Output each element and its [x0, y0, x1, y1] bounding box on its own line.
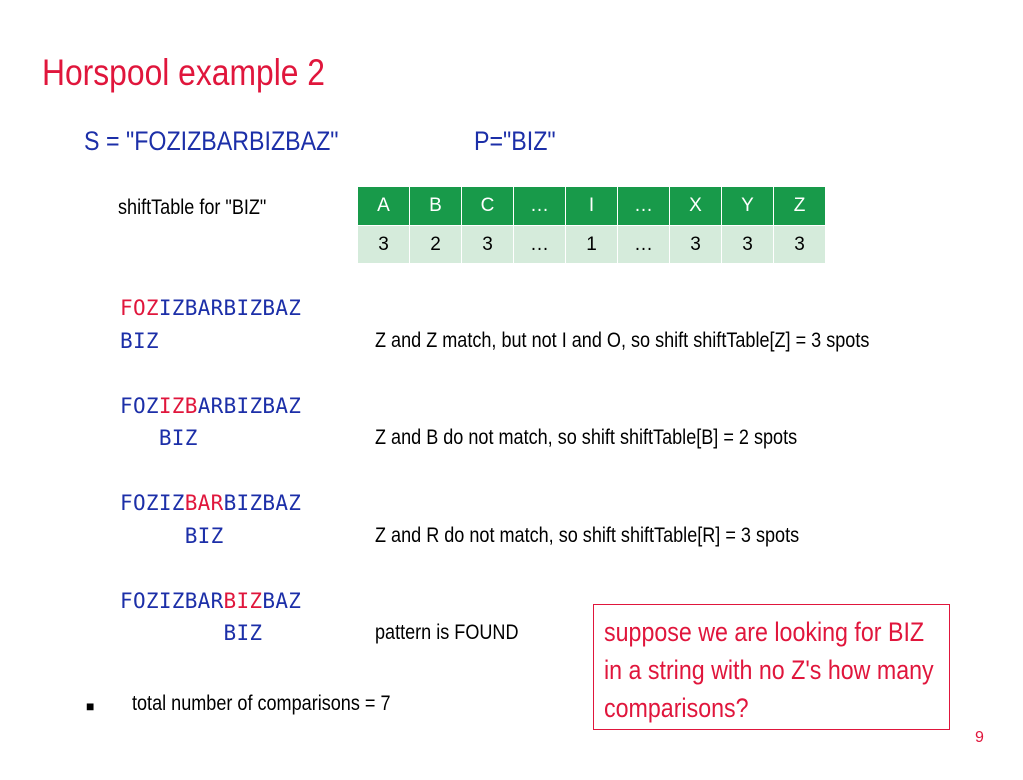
shift-table-header-row: A B C … I … X Y Z: [357, 186, 826, 226]
step-4-note: pattern is FOUND: [375, 621, 519, 644]
pattern-definition: P="BIZ": [474, 126, 556, 156]
compared-window: IZB: [158, 394, 198, 418]
square-bullet-icon: ■: [86, 698, 95, 714]
shift-table-value-cell: 3: [461, 225, 514, 264]
compared-window: BAR: [184, 491, 224, 515]
step-4-text-string: FOZIZBARBIZBAZ: [120, 589, 301, 613]
shift-table-header-cell: Y: [721, 186, 774, 226]
shift-table-value-cell: 3: [721, 225, 774, 264]
step-3-text-string: FOZIZBARBIZBAZ: [120, 491, 301, 515]
shift-table-value-cell: …: [617, 225, 670, 264]
text-prefix: FOZIZ: [120, 491, 185, 515]
compared-window: BIZ: [223, 589, 263, 613]
page-number: 9: [975, 729, 984, 746]
shift-table-value-cell: 1: [565, 225, 618, 264]
text-suffix: BAZ: [262, 589, 302, 613]
step-4-pattern: BIZ: [120, 621, 263, 645]
shift-table-value-cell: …: [513, 225, 566, 264]
shift-table-header-cell: Z: [773, 186, 826, 226]
step-3-note: Z and R do not match, so shift shiftTabl…: [375, 524, 800, 547]
step-1-note: Z and Z match, but not I and O, so shift…: [375, 329, 870, 352]
text-suffix: ARBIZBAZ: [197, 394, 302, 418]
text-prefix: FOZ: [120, 394, 159, 418]
shift-table-value-row: 3 2 3 … 1 … 3 3 3: [357, 225, 826, 264]
shift-table-header-cell: X: [669, 186, 722, 226]
text-suffix: BIZBAZ: [223, 491, 302, 515]
shift-table-value-cell: 2: [409, 225, 462, 264]
shift-table-value-cell: 3: [669, 225, 722, 264]
shift-table-header-cell: C: [461, 186, 514, 226]
shift-table-header-cell: I: [565, 186, 618, 226]
shift-table-header-cell: …: [617, 186, 670, 226]
slide-title: Horspool example 2: [42, 52, 325, 93]
shift-table-header-cell: B: [409, 186, 462, 226]
step-2-note: Z and B do not match, so shift shiftTabl…: [375, 426, 798, 449]
shift-table-header-cell: A: [357, 186, 410, 226]
text-prefix: FOZIZBAR: [120, 589, 224, 613]
question-callout-box: suppose we are looking for BIZ in a stri…: [593, 604, 950, 730]
compared-window: FOZ: [120, 296, 159, 320]
shift-table: A B C … I … X Y Z 3 2 3 … 1 … 3 3 3: [357, 186, 826, 264]
step-3-pattern: BIZ: [120, 524, 224, 548]
question-callout-text: suppose we are looking for BIZ in a stri…: [604, 617, 934, 723]
shift-table-value-cell: 3: [773, 225, 826, 264]
text-suffix: IZBARBIZBAZ: [158, 296, 302, 320]
shift-table-header-cell: …: [513, 186, 566, 226]
step-1-pattern: BIZ: [120, 329, 159, 353]
shift-table-label: shiftTable for "BIZ": [118, 196, 267, 219]
string-definition: S = "FOZIZBARBIZBAZ": [84, 126, 339, 156]
step-2-pattern: BIZ: [120, 426, 198, 450]
step-2-text-string: FOZIZBARBIZBAZ: [120, 394, 301, 418]
shift-table-value-cell: 3: [357, 225, 410, 264]
step-1-text-string: FOZIZBARBIZBAZ: [120, 296, 301, 320]
bullet-text: total number of comparisons = 7: [132, 692, 391, 715]
